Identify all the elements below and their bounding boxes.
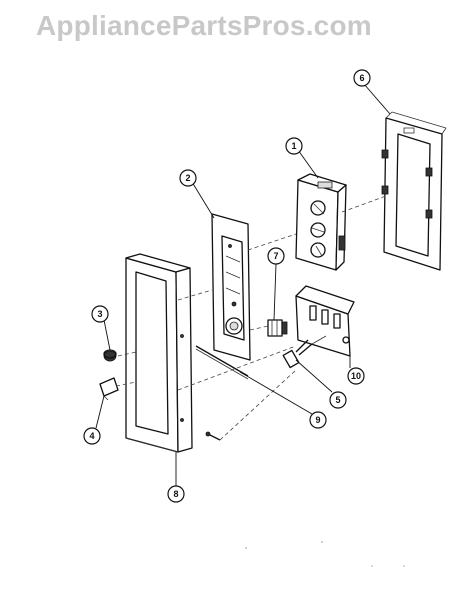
callout-7: 7 <box>267 247 285 265</box>
scan-specks <box>245 541 405 567</box>
callout-6-label: 6 <box>359 73 364 83</box>
part-8-bezel-frame <box>125 253 193 453</box>
callout-5-label: 5 <box>335 395 340 405</box>
part-5-lamp <box>282 335 327 369</box>
callout-3: 3 <box>91 305 109 323</box>
callout-8: 8 <box>167 485 185 503</box>
callout-1: 1 <box>285 137 303 155</box>
part-7-terminal-block <box>267 319 288 337</box>
callout-4-label: 4 <box>89 431 94 441</box>
callout-4: 4 <box>83 427 101 445</box>
callout-3-label: 3 <box>97 309 102 319</box>
part-3-knob <box>103 349 117 362</box>
callout-10: 10 <box>347 367 365 385</box>
part-1-switch-module <box>295 173 347 271</box>
callout-2-label: 2 <box>185 173 190 183</box>
leader-lines <box>95 83 391 486</box>
callout-5: 5 <box>329 391 347 409</box>
callout-10-label: 10 <box>351 371 361 381</box>
callout-9-label: 9 <box>315 415 320 425</box>
part-2-control-panel <box>211 213 251 361</box>
part-4-cap <box>99 377 119 401</box>
screw <box>205 431 221 441</box>
part-9-shaft <box>195 345 249 380</box>
callout-7-label: 7 <box>273 251 278 261</box>
callout-2: 2 <box>179 169 197 187</box>
part-6-bracket <box>381 111 447 271</box>
callout-1-label: 1 <box>291 141 296 151</box>
callout-6: 6 <box>353 69 371 87</box>
callout-8-label: 8 <box>173 489 178 499</box>
callout-9: 9 <box>309 411 327 429</box>
part-10-switch-bracket <box>295 285 355 357</box>
alignment-lines <box>115 195 387 441</box>
watermark-logo: AppliancePartsPros.com <box>36 10 372 41</box>
